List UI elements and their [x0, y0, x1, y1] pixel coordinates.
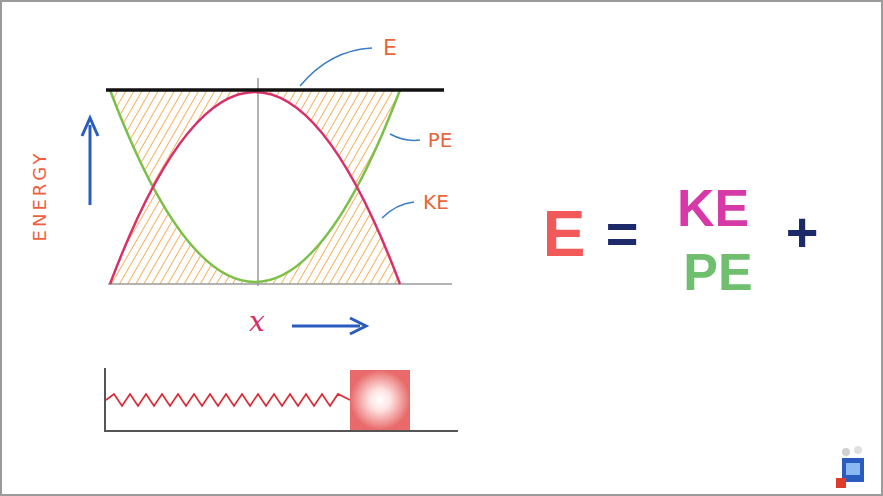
total-energy-line	[106, 88, 444, 92]
ke-label: KE	[423, 192, 449, 212]
ke-curve	[110, 92, 400, 284]
arrow-head	[350, 318, 366, 334]
leader-line	[390, 134, 420, 140]
formula-term: PE	[683, 246, 752, 298]
formula-term: E	[543, 202, 586, 266]
energy-axis	[257, 78, 259, 286]
arrow-head	[82, 118, 98, 136]
floor	[104, 430, 458, 432]
hatch-area	[110, 90, 400, 284]
up-arrow	[89, 125, 92, 205]
right-arrow	[292, 325, 360, 328]
leader-line	[300, 48, 372, 86]
mass-block	[350, 370, 410, 430]
pe-label: PE	[428, 130, 453, 150]
energy-label: E	[383, 37, 397, 59]
leader-line	[382, 202, 414, 218]
logo-icon	[836, 446, 864, 488]
formula-term: KE	[677, 182, 749, 234]
spring	[106, 394, 350, 406]
axis-title: ENERGY	[31, 151, 49, 242]
axis-title: x	[249, 308, 265, 336]
formula-operator: +	[786, 204, 819, 260]
formula-operator: =	[606, 206, 639, 262]
